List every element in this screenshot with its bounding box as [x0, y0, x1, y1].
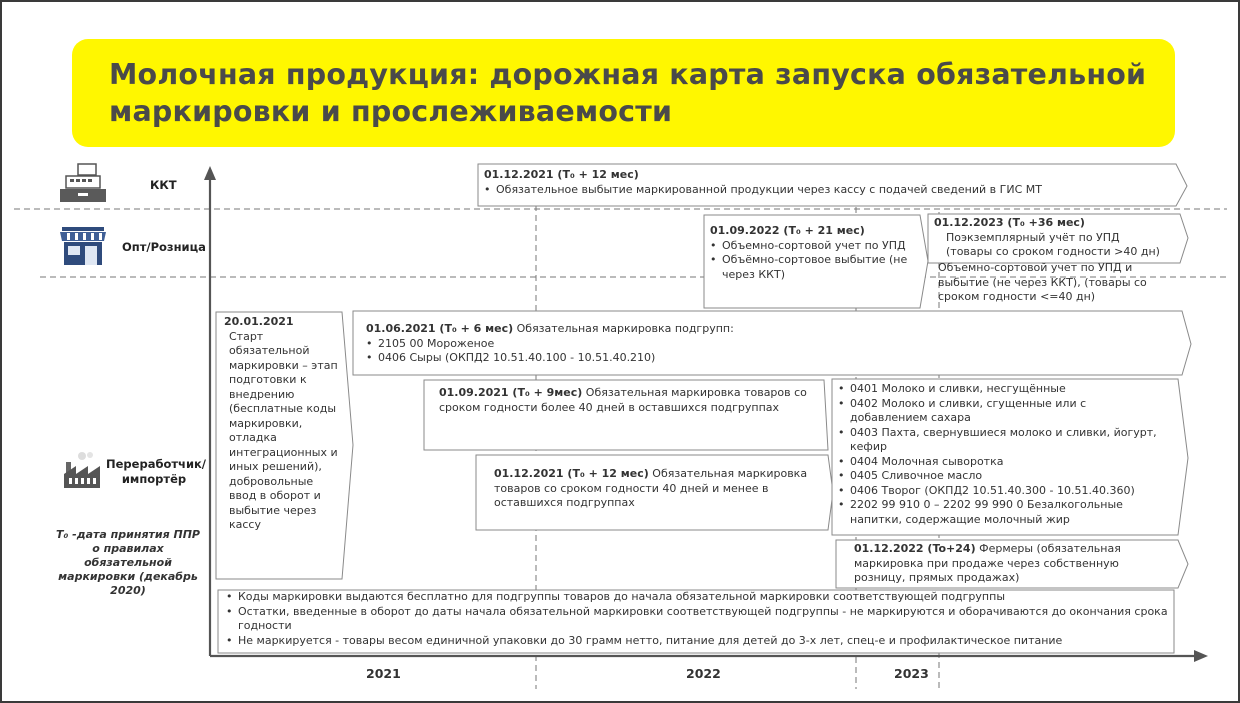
bottom-note: Не маркируется - товары весом единичной … [226, 634, 1170, 649]
opt-milestone-2022: 01.09.2022 (T₀ + 21 мес) Объемно-сортово… [710, 224, 915, 282]
subgroup-item: 0402 Молоко и сливки, сгущенные или с до… [838, 397, 1158, 426]
bottom-notes: Коды маркировки выдаются бесплатно для п… [226, 590, 1170, 648]
opt-milestone-2022-date: 01.09.2022 (T₀ + 21 мес) [710, 224, 865, 237]
lane-label-opt: Опт/Розница [122, 240, 206, 254]
subgroups-list: 0401 Молоко и сливки, несгущённые 0402 М… [838, 382, 1158, 527]
june-2021-text: Обязательная маркировка подгрупп: [516, 322, 734, 335]
factory-icon [64, 452, 100, 488]
start-milestone: 20.01.2021 Старт обязательной маркировки… [224, 315, 342, 533]
subgroup-item: 0403 Пахта, свернувшиеся молоко и сливки… [838, 426, 1158, 455]
opt-milestone-2023-line3: Объемно-сортовой учет по УПД и выбытие (… [938, 261, 1147, 303]
t0-note: T₀ -дата принятия ППР о правилах обязате… [56, 528, 200, 597]
opt-milestone-2023-volume: Объемно-сортовой учет по УПД и выбытие (… [938, 261, 1178, 305]
farmers-text: Фермеры (обязательная маркировка при про… [854, 542, 1121, 584]
subgroup-item: 2202 99 910 0 – 2202 99 990 0 Безалкогол… [838, 498, 1158, 527]
dec-2021-date: 01.12.2021 (T₀ + 12 мес) [494, 467, 649, 480]
june-2021-milestone: 01.06.2021 (T₀ + 6 мес) Обязательная мар… [366, 322, 1166, 366]
kkt-milestone-item: Обязательное выбытие маркированной проду… [484, 183, 1174, 198]
sep-2021-milestone: 01.09.2021 (T₀ + 9мес) Обязательная марк… [439, 386, 814, 415]
opt-milestone-2022-item: Объёмно-сортовое выбытие (не через ККТ) [710, 253, 915, 282]
subgroup-item: 0404 Молочная сыворотка [838, 455, 1158, 470]
opt-milestone-2022-item: Объемно-сортовой учет по УПД [710, 239, 915, 254]
june-2021-item: 2105 00 Мороженое [366, 337, 1166, 352]
sep-2021-date: 01.09.2021 (T₀ + 9мес) [439, 386, 583, 399]
june-2021-date: 01.06.2021 (T₀ + 6 мес) [366, 322, 514, 335]
lane-label-processor: Переработчик/ импортёр [106, 457, 207, 486]
dec-2021-text: Обязательная маркировка товаров со сроко… [494, 467, 808, 509]
kkt-milestone: 01.12.2021 (T₀ + 12 мес) Обязательное вы… [484, 168, 1174, 197]
subgroup-item: 0406 Творог (ОКПД2 10.51.40.300 - 10.51.… [838, 484, 1158, 499]
lane-label-kkt: ККТ [150, 178, 177, 192]
farmers-milestone: 01.12.2022 (To+24) Фермеры (обязательная… [854, 542, 1164, 586]
start-milestone-date: 20.01.2021 [224, 315, 294, 328]
year-label-2022: 2022 [686, 666, 721, 681]
sep-2021-text: Обязательная маркировка товаров со сроко… [439, 386, 807, 414]
year-label-2021: 2021 [366, 666, 401, 681]
dec-2021-milestone: 01.12.2021 (T₀ + 12 мес) Обязательная ма… [494, 467, 814, 511]
kkt-milestone-date: 01.12.2021 (T₀ + 12 мес) [484, 168, 639, 181]
june-2021-item: 0406 Сыры (ОКПД2 10.51.40.100 - 10.51.40… [366, 351, 1166, 366]
opt-milestone-2023-line2: (товары со сроком годности >40 дн) [946, 245, 1160, 258]
page-title: Молочная продукция: дорожная карта запус… [109, 58, 1147, 128]
store-icon [60, 227, 106, 265]
cash-register-icon [60, 163, 106, 202]
opt-milestone-2023-date: 01.12.2023 (T₀ +36 мес) [934, 216, 1085, 229]
bottom-note: Коды маркировки выдаются бесплатно для п… [226, 590, 1170, 605]
subgroup-item: 0401 Молоко и сливки, несгущённые [838, 382, 1158, 397]
opt-milestone-2023: 01.12.2023 (T₀ +36 мес) Поэкземплярный у… [934, 216, 1184, 260]
year-label-2023: 2023 [894, 666, 929, 681]
farmers-date: 01.12.2022 (To+24) [854, 542, 976, 555]
start-milestone-text: Старт обязательной маркировки – этап под… [229, 329, 338, 532]
title-banner: Молочная продукция: дорожная карта запус… [72, 39, 1175, 147]
opt-milestone-2023-line1: Поэкземплярный учёт по УПД [946, 230, 1120, 244]
subgroup-item: 0405 Сливочное масло [838, 469, 1158, 484]
bottom-note: Остатки, введенные в оборот до даты нача… [226, 605, 1170, 634]
